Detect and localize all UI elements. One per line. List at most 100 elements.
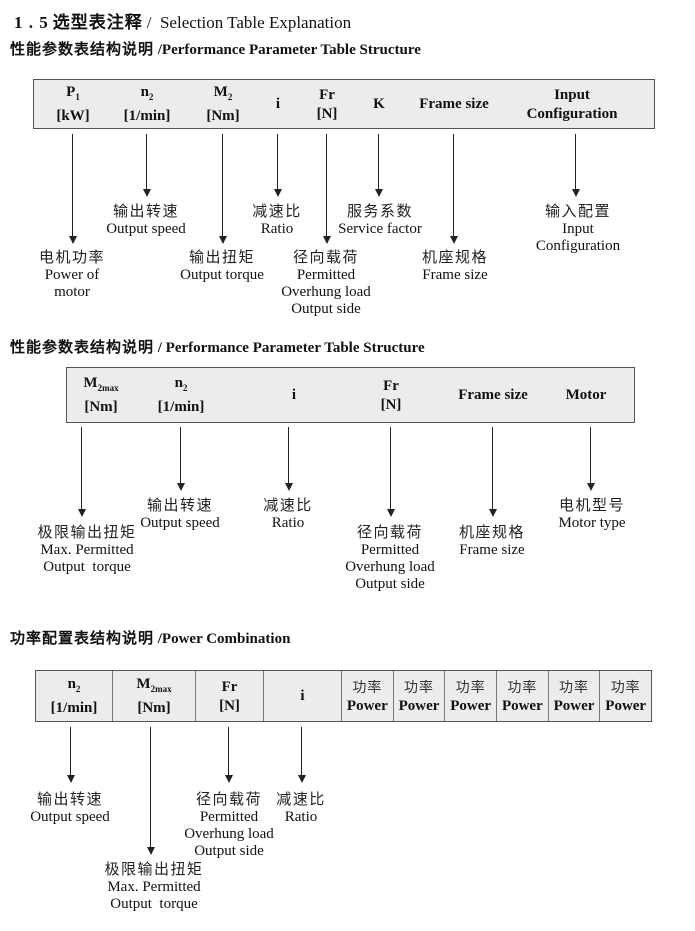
- label-zh: 极限输出扭矩: [37, 524, 137, 541]
- label-en: Output torque: [180, 267, 264, 283]
- m2max-symbol: M: [136, 676, 151, 692]
- label-zh: 减速比: [263, 497, 313, 514]
- title-en: / Selection Table Explanation: [146, 13, 352, 32]
- label-zh: 电机功率: [38, 249, 106, 266]
- m2max-unit: [Nm]: [137, 700, 171, 716]
- motor-label: Motor: [565, 387, 607, 403]
- table1-col-m2: M2[Nm]: [206, 80, 239, 128]
- label-zh: 服务系数: [346, 203, 414, 220]
- power-zh: 功率: [507, 678, 538, 695]
- arrow-s3-n2: [66, 727, 75, 783]
- arrow-s3-m2max: [146, 727, 155, 855]
- n2-subscript: 2: [148, 92, 154, 102]
- arrow-s2-m2max: [77, 427, 86, 517]
- label-zh: 输出转速: [36, 791, 104, 808]
- table1-col-fr: Fr[N]: [317, 80, 338, 128]
- power-zh: 功率: [404, 678, 434, 695]
- section1-heading-en: /Performance Parameter Table Structure: [154, 42, 421, 58]
- frame-size-label: Frame size: [419, 96, 489, 112]
- section3-heading: 功率配置表结构说明 /Power Combination: [10, 627, 290, 648]
- k-symbol: K: [373, 96, 385, 112]
- power-en: Power: [553, 697, 595, 714]
- fr-symbol: Fr: [383, 377, 399, 394]
- section3-heading-zh: 功率配置表结构说明: [10, 630, 155, 647]
- label-zh: 输出转速: [112, 203, 180, 220]
- n2-unit: [1/min]: [157, 399, 205, 415]
- arrow-s1-k: [374, 134, 383, 197]
- m2max-unit: [Nm]: [84, 399, 118, 415]
- frame-size-label: Frame size: [458, 387, 528, 403]
- i-symbol: i: [300, 688, 305, 704]
- label-en: Permitted: [360, 542, 420, 558]
- table3-col-i: i: [264, 671, 342, 721]
- m2max-subscript: 2max: [150, 684, 172, 694]
- n2-unit: [1/min]: [50, 700, 98, 716]
- label-zh: 径向载荷: [292, 249, 359, 266]
- label-en: Ratio: [284, 809, 318, 825]
- label-en: Output torque: [110, 896, 198, 912]
- m2-symbol: M: [213, 84, 228, 100]
- arrow-s1-p1: [68, 134, 77, 244]
- section3-heading-en: /Power Combination: [154, 631, 291, 647]
- fr-symbol: Fr: [221, 678, 238, 695]
- fr-symbol: Fr: [319, 86, 335, 103]
- label-en: Service factor: [338, 221, 422, 237]
- n2-unit: [1/min]: [123, 108, 171, 124]
- input-line2: Configuration: [526, 105, 618, 122]
- label-zh: 极限输出扭矩: [104, 861, 204, 878]
- n2-subscript: 2: [182, 383, 188, 393]
- table1-col-p1: P1[kW]: [56, 80, 89, 128]
- arrow-s2-i: [284, 427, 293, 491]
- section1-heading-zh: 性能参数表结构说明: [10, 41, 155, 58]
- input-line1: Input: [554, 86, 590, 103]
- label-zh: 输出转速: [146, 497, 214, 514]
- label-en: Motor type: [558, 515, 626, 531]
- table3-col-n2: n2[1/min]: [36, 671, 113, 721]
- arrow-s1-m2: [218, 134, 227, 244]
- arrow-s2-fr: [386, 427, 395, 517]
- table2-col-motor: Motor: [566, 368, 607, 422]
- label-en: Frame size: [459, 542, 525, 558]
- label-zh: 机座规格: [421, 249, 489, 266]
- n2-symbol: n: [140, 84, 149, 100]
- label-en: Ratio: [260, 221, 294, 237]
- arrow-s1-n2: [142, 134, 151, 197]
- label-zh: 电机型号: [558, 497, 626, 514]
- m2-subscript: 2: [227, 92, 233, 102]
- label-en: Max. Permitted: [107, 879, 201, 895]
- label-en: Ratio: [271, 515, 305, 531]
- label-en: Overhung load: [184, 826, 274, 842]
- table2-performance-header: M2max[Nm] n2[1/min] i Fr[N] Frame size M…: [66, 367, 635, 423]
- title-number: 1 . 5: [14, 13, 49, 32]
- label-en: Output speed: [140, 515, 220, 531]
- label-zh: 减速比: [276, 791, 326, 808]
- arrow-s1-fr: [322, 134, 331, 244]
- label-en: Output torque: [43, 559, 131, 575]
- table2-col-m2max: M2max[Nm]: [83, 368, 118, 422]
- label-zh: 径向载荷: [195, 791, 262, 808]
- label-zh: 输入配置: [544, 203, 611, 220]
- label-zh: 输出扭矩: [188, 249, 255, 266]
- label-en: Output side: [355, 576, 425, 592]
- i-symbol: i: [275, 96, 281, 112]
- label-en: Power of: [44, 267, 100, 283]
- label-en: Output side: [194, 843, 264, 859]
- fr-unit: [N]: [219, 697, 240, 714]
- m2max-subscript: 2max: [97, 383, 119, 393]
- power-en: Power: [450, 697, 492, 714]
- power-zh: 功率: [610, 678, 641, 695]
- section2-heading-zh: 性能参数表结构说明: [10, 339, 155, 356]
